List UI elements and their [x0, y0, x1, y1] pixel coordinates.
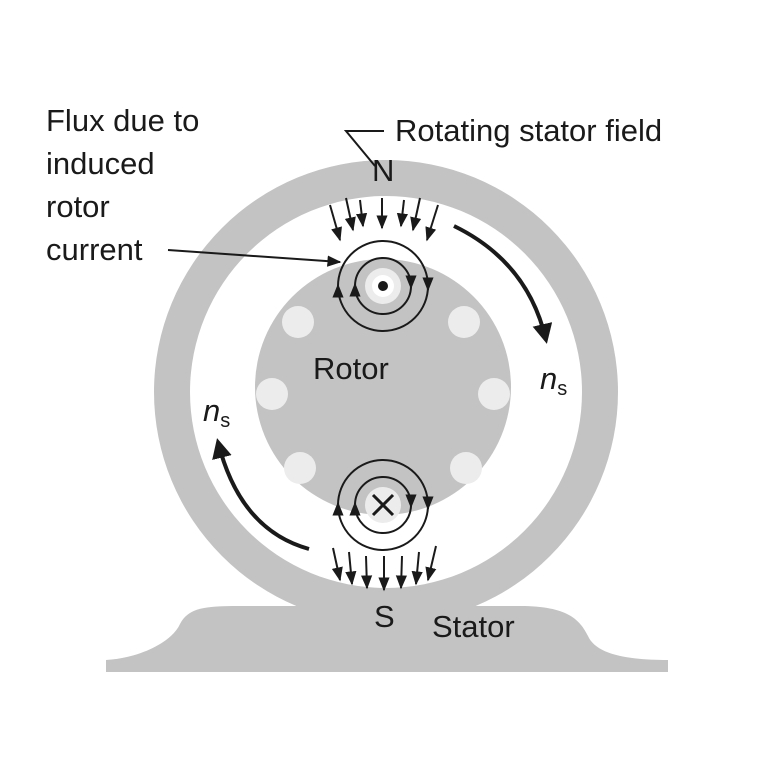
rotor-slot — [450, 452, 482, 484]
rotor-slot — [284, 452, 316, 484]
speed-subscript: s — [557, 378, 568, 400]
flux-arrow — [331, 547, 343, 582]
rotating-stator-field-label: Rotating stator field — [395, 113, 663, 148]
stator-base — [106, 605, 668, 672]
flux-label-line-1: Flux due to — [46, 103, 200, 138]
rotation-arrow-left — [212, 438, 310, 551]
synchronous-speed-label-left: ns — [203, 390, 230, 442]
north-pole-flux-arrows — [329, 197, 439, 242]
flux-arrow — [425, 204, 439, 242]
rotor-slot — [256, 378, 288, 410]
current-in-cross — [371, 493, 395, 517]
rotor-slot — [448, 306, 480, 338]
south-pole-label: S — [374, 599, 395, 634]
flux-arrow — [344, 197, 356, 232]
south-pole-flux-arrows — [331, 545, 437, 592]
flux-arrow — [411, 551, 423, 586]
speed-symbol: n — [203, 393, 221, 428]
flux-arrow — [329, 204, 342, 242]
stator-label: Stator — [432, 609, 515, 644]
flux-leader — [167, 249, 342, 267]
flux-arrow — [355, 199, 368, 228]
rotor-slot — [282, 306, 314, 338]
north-pole-label: N — [372, 153, 395, 188]
flux-arrow — [410, 197, 422, 232]
rotating-field-leader — [343, 130, 384, 167]
flux-label-line-2: induced — [46, 146, 155, 181]
flux-arrow — [425, 545, 437, 582]
flux-label-line-4: current — [46, 232, 143, 267]
rotor-slot — [478, 378, 510, 410]
flux-arrow — [361, 555, 373, 590]
rotor-slots — [256, 306, 510, 484]
flux-arrow — [395, 555, 407, 590]
flux-label-line-3: rotor — [46, 189, 110, 224]
speed-symbol: n — [540, 361, 558, 396]
top-conductor-group — [332, 240, 434, 332]
current-out-dot — [378, 281, 388, 291]
speed-subscript: s — [220, 410, 231, 432]
bottom-conductor-group — [332, 459, 434, 551]
rotor-label: Rotor — [313, 351, 389, 386]
rotor — [255, 259, 511, 515]
flux-arrow — [396, 199, 409, 228]
synchronous-speed-label-right: ns — [540, 358, 567, 410]
flux-arrow — [345, 551, 357, 586]
rotation-arrow-right — [453, 224, 553, 344]
